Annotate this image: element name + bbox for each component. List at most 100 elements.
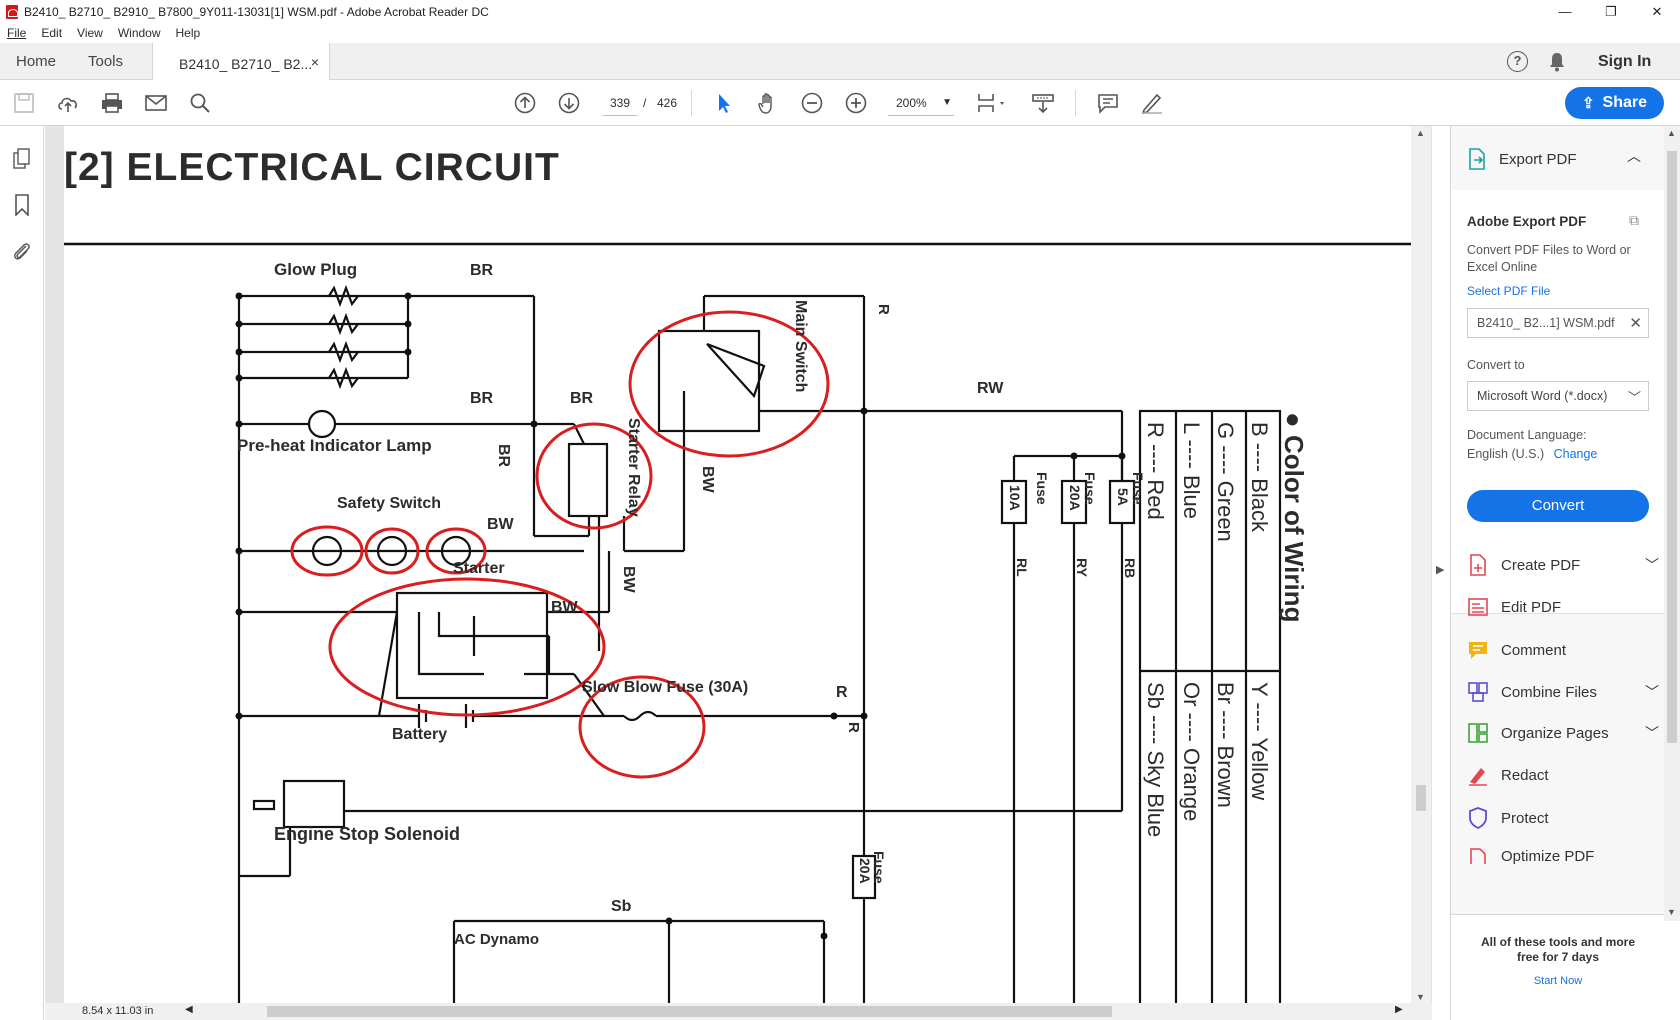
tool-label: Combine Files: [1501, 683, 1597, 701]
comment-icon: [1469, 642, 1487, 659]
label-wire-bw: BW: [551, 599, 578, 616]
legend-title-text: Color of Wiring: [1279, 434, 1309, 623]
search-icon[interactable]: [188, 92, 212, 114]
select-pdf-file-link[interactable]: Select PDF File: [1467, 284, 1551, 298]
save-icon[interactable]: [12, 92, 36, 114]
zoom-value: 200%: [896, 96, 927, 110]
horizontal-scrollbar-thumb[interactable]: [267, 1006, 1112, 1017]
start-now-link[interactable]: Start Now: [1533, 975, 1583, 987]
label-wire-rw: RW: [977, 380, 1004, 397]
create-pdf-icon: [1470, 554, 1486, 576]
close-window-button[interactable]: ✕: [1651, 3, 1663, 19]
convert-format-dropdown[interactable]: Microsoft Word (*.docx) ﹀: [1467, 381, 1649, 411]
zoom-dropdown[interactable]: 200% ▼: [888, 90, 954, 116]
legend-title: ● Color of Wiring: [1279, 412, 1309, 623]
selected-file-field[interactable]: B2410_ B2...1] WSM.pdf ✕: [1467, 308, 1649, 338]
menu-window[interactable]: Window: [117, 26, 161, 40]
clear-file-icon[interactable]: ✕: [1629, 315, 1642, 332]
label-fuse: Fuse: [1082, 472, 1098, 505]
scrollbar-thumb[interactable]: [1667, 151, 1677, 743]
label-wire-bw: BW: [620, 566, 637, 593]
tab-home[interactable]: Home: [16, 53, 57, 70]
scroll-down-icon[interactable]: ▼: [1667, 907, 1676, 917]
scroll-left-icon[interactable]: ◀: [185, 1004, 193, 1015]
tool-combine-files[interactable]: Combine Files ﹀: [1467, 680, 1659, 704]
tool-protect[interactable]: Protect: [1467, 806, 1659, 830]
scrolling-mode-icon[interactable]: [1031, 92, 1055, 114]
comment-icon[interactable]: [1096, 92, 1120, 114]
help-icon[interactable]: ?: [1507, 51, 1528, 72]
label-preheat-lamp: Pre-heat Indicator Lamp: [237, 436, 432, 455]
document-vertical-scrollbar[interactable]: ▲ ▼: [1411, 126, 1431, 1006]
page-thumbnails-icon[interactable]: [12, 148, 32, 170]
share-button[interactable]: ⇪ Share: [1565, 87, 1664, 119]
next-page-icon[interactable]: [557, 92, 581, 114]
legend-entry: Br ---- Brown: [1213, 682, 1238, 808]
tab-tools[interactable]: Tools: [88, 53, 124, 70]
change-language-link[interactable]: Change: [1553, 447, 1598, 461]
tool-label: Protect: [1501, 809, 1549, 827]
close-tab-icon[interactable]: ×: [310, 54, 319, 70]
attachments-icon[interactable]: [12, 240, 32, 262]
convert-format-value: Microsoft Word (*.docx): [1477, 389, 1608, 403]
window-title: B2410_ B2710_ B2910_ B7800_9Y011-13031[1…: [24, 4, 489, 19]
copy-icon[interactable]: ⧉: [1629, 212, 1639, 228]
bookmarks-icon[interactable]: [12, 194, 32, 216]
scroll-up-icon[interactable]: ▲: [1416, 128, 1425, 138]
label-wire-ry: RY: [1074, 558, 1090, 577]
page-display-icon[interactable]: [976, 92, 1008, 114]
tool-create-pdf[interactable]: Create PDF ﹀: [1467, 553, 1659, 577]
print-icon[interactable]: [100, 92, 124, 114]
tool-optimize-pdf[interactable]: Optimize PDF: [1467, 848, 1659, 864]
menu-help[interactable]: Help: [175, 26, 201, 40]
menu-view[interactable]: View: [77, 26, 103, 40]
main-toolbar: 339 / 426 200% ▼ ⇪ Share: [0, 80, 1680, 126]
draw-pen-icon[interactable]: [1140, 92, 1164, 114]
tool-redact[interactable]: Redact: [1467, 763, 1659, 787]
tool-organize-pages[interactable]: Organize Pages ﹀: [1467, 721, 1659, 745]
restore-button[interactable]: ❐: [1605, 3, 1617, 19]
document-language: English (U.S.) Change: [1467, 447, 1597, 461]
legend-entry: R ---- Red: [1143, 422, 1168, 520]
label-slow-blow-fuse: Slow Blow Fuse (30A): [582, 679, 749, 696]
adobe-export-title: Adobe Export PDF: [1467, 214, 1587, 229]
tools-pane-scrollbar[interactable]: ▲ ▼: [1664, 126, 1680, 921]
label-glow-plug: Glow Plug: [274, 260, 358, 279]
convert-button[interactable]: Convert: [1467, 490, 1649, 522]
collapse-right-pane-icon[interactable]: ▶: [1436, 564, 1445, 576]
export-pdf-header[interactable]: Export PDF: [1467, 148, 1577, 170]
legend-entry: G ---- Green: [1213, 422, 1238, 542]
chevron-up-icon[interactable]: ︿: [1627, 148, 1641, 164]
tool-comment[interactable]: Comment: [1467, 638, 1659, 662]
document-viewport[interactable]: [2] ELECTRICAL CIRCUIT Glow Plug BR BR B…: [45, 126, 1432, 1006]
email-icon[interactable]: [144, 92, 168, 114]
label-fuse-rating: 20A: [857, 858, 873, 884]
selected-file-name: B2410_ B2...1] WSM.pdf: [1477, 316, 1615, 330]
menu-file[interactable]: File: [7, 26, 27, 40]
chevron-down-icon[interactable]: ﹀: [1645, 684, 1659, 700]
hand-tool-icon[interactable]: [756, 92, 780, 114]
scroll-up-icon[interactable]: ▲: [1667, 128, 1676, 138]
trial-promo-text: All of these tools and more free for 7 d…: [1480, 935, 1636, 964]
tool-label: Optimize PDF: [1501, 848, 1595, 864]
upload-cloud-icon[interactable]: [56, 92, 80, 114]
minimize-button[interactable]: —: [1558, 4, 1572, 19]
scroll-down-icon[interactable]: ▼: [1416, 992, 1425, 1002]
zoom-in-icon[interactable]: [844, 92, 868, 114]
page-number-input[interactable]: 339: [603, 90, 637, 116]
label-wire-br: BR: [570, 390, 594, 407]
chevron-down-icon[interactable]: ﹀: [1645, 557, 1659, 573]
scroll-right-icon[interactable]: ▶: [1395, 1004, 1403, 1015]
select-cursor-icon[interactable]: [712, 92, 736, 114]
sign-in-link[interactable]: Sign In: [1598, 53, 1652, 70]
export-pdf-icon: [1469, 148, 1485, 170]
notifications-bell-icon[interactable]: [1549, 52, 1565, 72]
previous-page-icon[interactable]: [513, 92, 537, 114]
scrollbar-thumb[interactable]: [1416, 785, 1426, 811]
optimize-pdf-icon: [1470, 848, 1486, 864]
zoom-out-icon[interactable]: [800, 92, 824, 114]
menu-edit[interactable]: Edit: [41, 26, 63, 40]
tab-document[interactable]: B2410_ B2710_ B2... ×: [152, 43, 330, 81]
tool-edit-pdf[interactable]: Edit PDF: [1467, 595, 1659, 619]
chevron-down-icon[interactable]: ﹀: [1645, 725, 1659, 741]
